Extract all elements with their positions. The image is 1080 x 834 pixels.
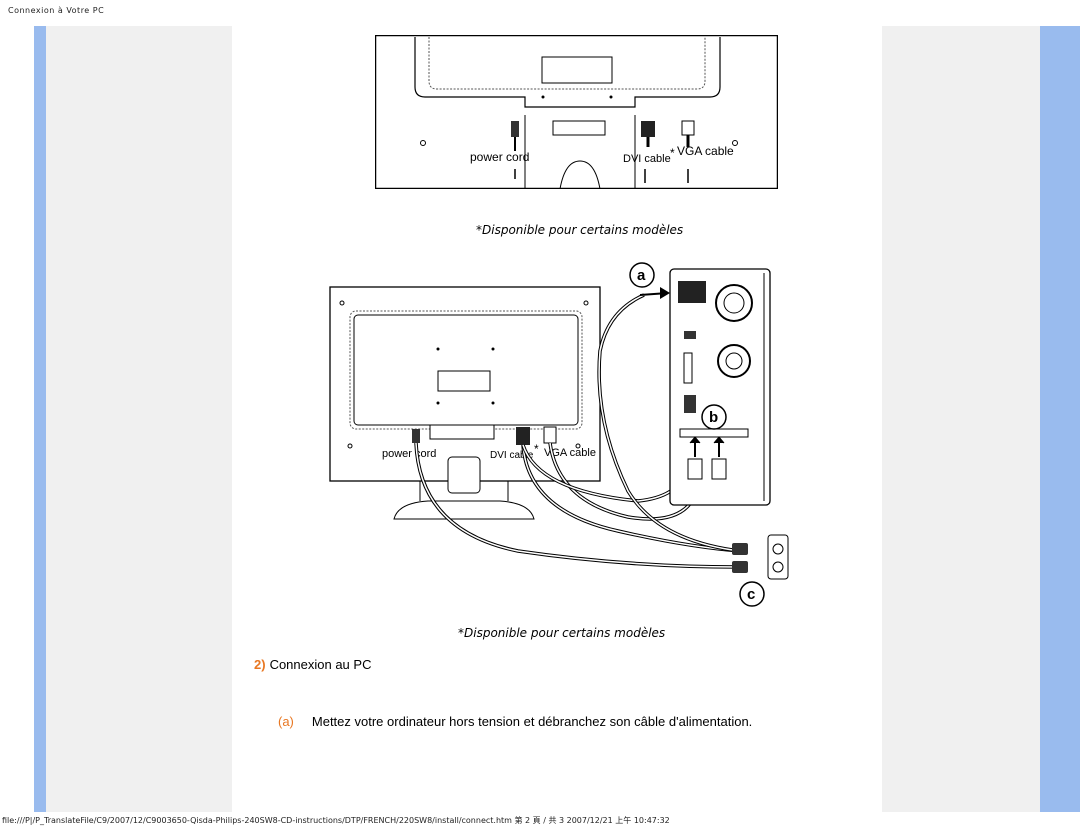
- callout-c: c: [747, 586, 755, 603]
- power-cord-label: power cord: [470, 150, 529, 164]
- step-title: Connexion au PC: [269, 657, 372, 672]
- right-blue-bar: [1040, 26, 1080, 812]
- step-heading: 2)Connexion au PC: [254, 657, 371, 672]
- vga-cable-label-2: VGA cable: [544, 447, 596, 459]
- monitor-rear-connectors-diagram: power cord DVI cable * VGA cable: [375, 35, 778, 189]
- step-number: 2): [254, 657, 266, 672]
- footer-file-path: file:///P|/P_TranslateFile/C9/2007/12/C9…: [2, 816, 670, 825]
- substep-item: (a) Mettez votre ordinateur hors tension …: [278, 714, 752, 729]
- substep-text: Mettez votre ordinateur hors tension et …: [311, 714, 753, 729]
- asterisk-mark-2: *: [534, 442, 539, 456]
- figure2-caption: *Disponible pour certains modèles: [458, 626, 666, 640]
- power-cord-label-2: power cord: [382, 448, 436, 460]
- pc-connection-diagram: power cord DVI cable * VGA cable a b c: [329, 262, 789, 607]
- right-gray-panel: [882, 26, 1040, 812]
- dvi-cable-label: DVI cable: [623, 153, 671, 165]
- asterisk-mark: *: [670, 146, 675, 160]
- vga-cable-label: VGA cable: [677, 144, 734, 158]
- left-blue-bar: [34, 26, 46, 812]
- left-gray-panel: [46, 26, 232, 812]
- dvi-cable-label-2: DVI cable: [490, 450, 534, 461]
- callout-b: b: [709, 409, 718, 426]
- substep-label: (a): [278, 714, 294, 729]
- figure1-caption: *Disponible pour certains modèles: [476, 223, 684, 237]
- callout-a: a: [637, 267, 646, 284]
- page-header-title: Connexion à Votre PC: [8, 6, 105, 15]
